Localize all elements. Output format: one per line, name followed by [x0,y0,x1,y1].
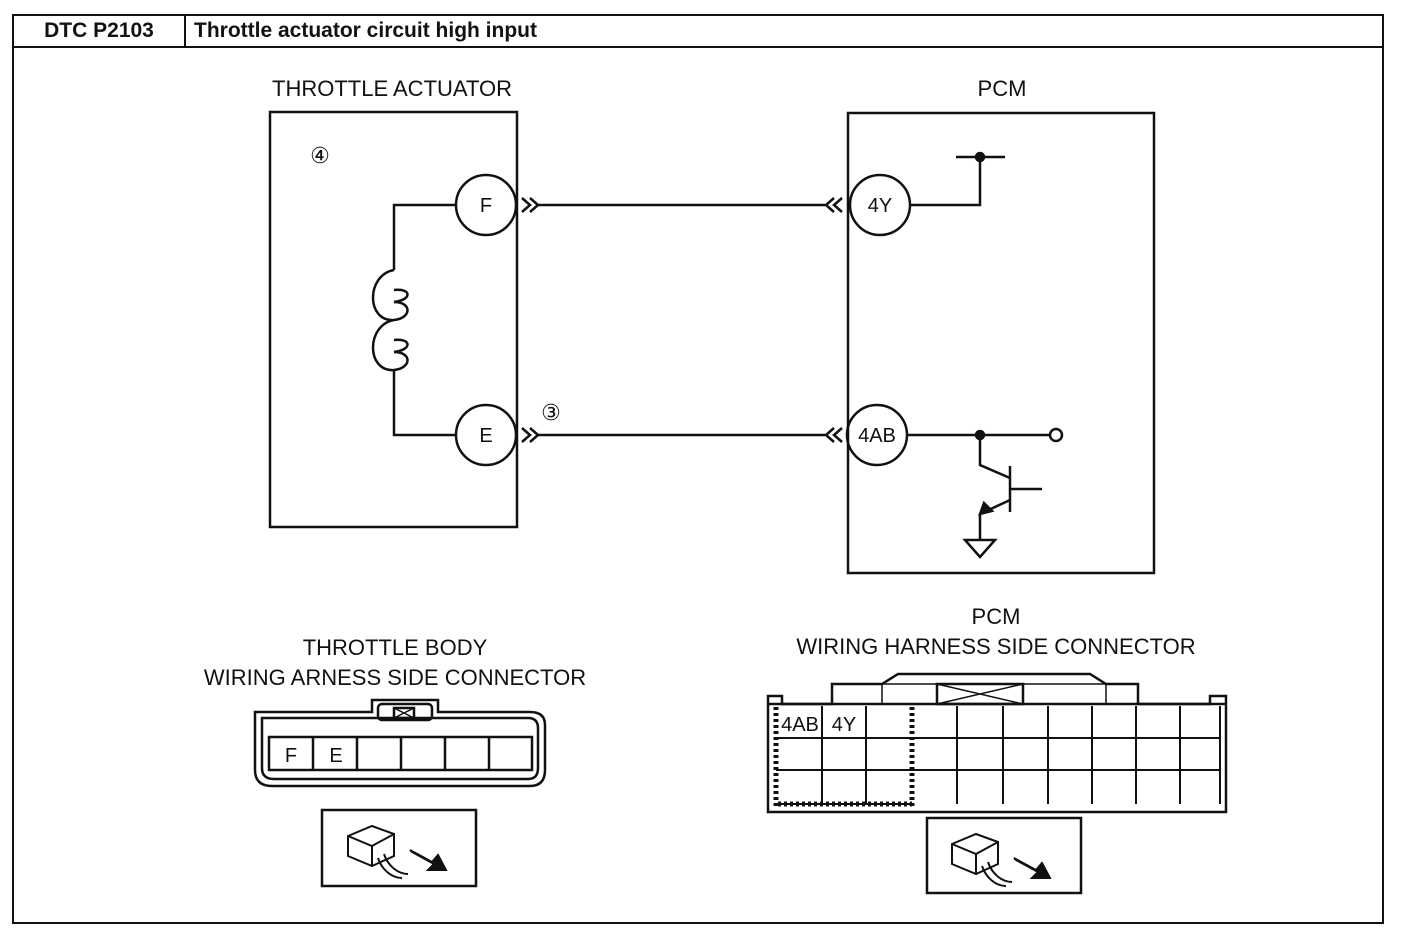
connector-view-icon [951,832,1052,887]
pcm-connector-title-2: WIRING HARNESS SIDE CONNECTOR [796,634,1195,659]
pcm-connector-drawing [766,672,1228,814]
pin-f-label: F [480,195,492,217]
pcm-title: PCM [978,76,1027,101]
pin-e-label: E [479,425,492,447]
coil-wire-top [392,203,456,270]
tb-connector-title-2: WIRING ARNESS SIDE CONNECTOR [204,665,586,690]
dtc-title: Throttle actuator circuit high input [194,19,537,42]
connector-chevron-f [521,197,540,213]
tb-connector-drawing [253,698,547,788]
pcm-cell-4y: 4Y [832,714,856,736]
connector-view-icon [347,824,448,879]
pin-e-circle [454,403,518,467]
transistor-collector [978,435,1011,480]
dtc-code: DTC P2103 [14,16,186,46]
transistor-arrow-icon [978,500,995,516]
pin-f-circle [454,173,518,237]
actuator-box [268,110,519,529]
connector-chevron-4ab [824,427,843,443]
dtc-header: DTC P2103 Throttle actuator circuit high… [12,14,1384,48]
pcm-box [846,111,1156,575]
connector-chevron-4y [824,197,843,213]
pcm-4y-wire [910,157,982,207]
wire-ref-number: ③ [541,400,561,425]
ground-icon [962,538,998,559]
pin-4y-label: 4Y [868,195,892,217]
actuator-title: THROTTLE ACTUATOR [272,76,512,101]
pin-4ab-label: 4AB [858,425,896,447]
pcm-terminal-circle [1048,427,1064,443]
tb-cell-e: E [329,745,342,767]
actuator-ref-number: ④ [310,143,330,168]
tb-view-direction-box [320,808,478,888]
pcm-view-direction-box [925,816,1083,895]
pcm-junction-dot-top [974,151,986,163]
coil-loop-1 [393,288,409,304]
coil-loop-2 [393,338,409,354]
tb-cell-f: F [285,745,297,767]
coil-icon [371,268,409,372]
coil-wire-bottom [392,370,456,437]
tb-connector-title-1: THROTTLE BODY [303,635,488,660]
connector-chevron-e [521,427,540,443]
pcm-connector-title-1: PCM [972,604,1021,629]
pcm-cell-4ab: 4AB [781,714,819,736]
